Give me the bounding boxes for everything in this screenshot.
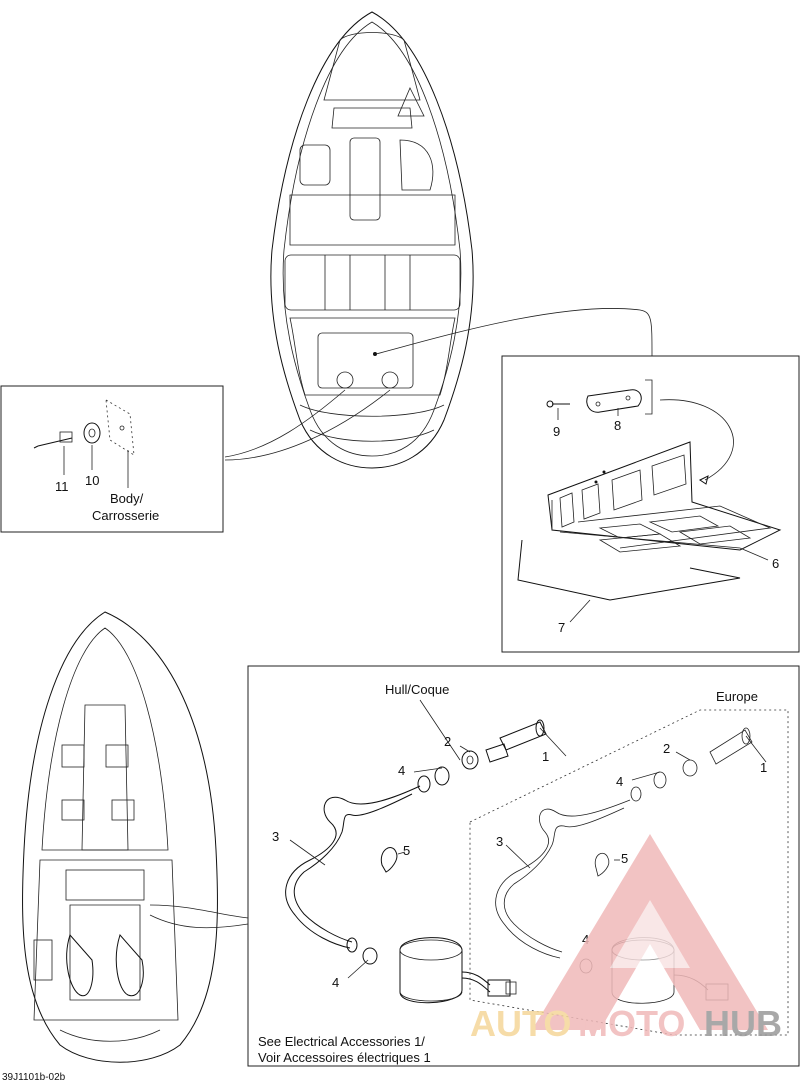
callout-4b: 4 xyxy=(332,975,339,990)
callout-9: 9 xyxy=(553,424,560,439)
watercraft-top-view xyxy=(270,11,474,469)
fastener-assembly xyxy=(33,399,135,456)
callout-4c: 4 xyxy=(616,774,623,789)
callout-3b: 3 xyxy=(496,834,503,849)
callout-1b: 1 xyxy=(760,760,767,775)
callout-4d: 4 xyxy=(582,932,589,947)
callout-11: 11 xyxy=(55,479,69,494)
callout-7: 7 xyxy=(558,620,565,635)
callout-2a: 2 xyxy=(444,734,451,749)
callout-3a: 3 xyxy=(272,829,279,844)
see-electrical-label-line2: Voir Accessoires électriques 1 xyxy=(258,1050,431,1065)
callout-5b: 5 xyxy=(621,851,628,866)
callout-6: 6 xyxy=(772,556,779,571)
hull-label: Hull/Coque xyxy=(385,682,449,697)
watermark-text-auto: AUTO xyxy=(470,1003,571,1044)
storage-rack xyxy=(547,441,782,553)
callout-10: 10 xyxy=(85,473,99,488)
callout-2b: 2 xyxy=(663,741,670,756)
callout-1a: 1 xyxy=(542,749,549,764)
bilge-pump xyxy=(399,937,517,1004)
fastener-detail-box xyxy=(0,385,224,533)
bracket-assembly xyxy=(546,379,734,485)
watermark-text-hub: HUB xyxy=(704,1003,782,1044)
bracket-detail-box xyxy=(501,355,800,653)
europe-variant-region xyxy=(469,709,789,1036)
automotohub-watermark-logo: AUTO MOTO HUB xyxy=(470,834,782,1044)
watercraft-bottom-view xyxy=(22,611,218,1063)
diagram-reference-code: 39J1101b-02b xyxy=(2,1072,66,1083)
europe-label: Europe xyxy=(716,689,758,704)
carrosserie-label: Carrosserie xyxy=(92,508,159,523)
callout-5a: 5 xyxy=(403,843,410,858)
watermark-text-moto: MOTO xyxy=(578,1003,685,1044)
see-electrical-label-line1: See Electrical Accessories 1/ xyxy=(258,1034,425,1049)
body-label: Body/ xyxy=(110,491,144,506)
callout-8: 8 xyxy=(614,418,621,433)
callout-4a: 4 xyxy=(398,763,405,778)
